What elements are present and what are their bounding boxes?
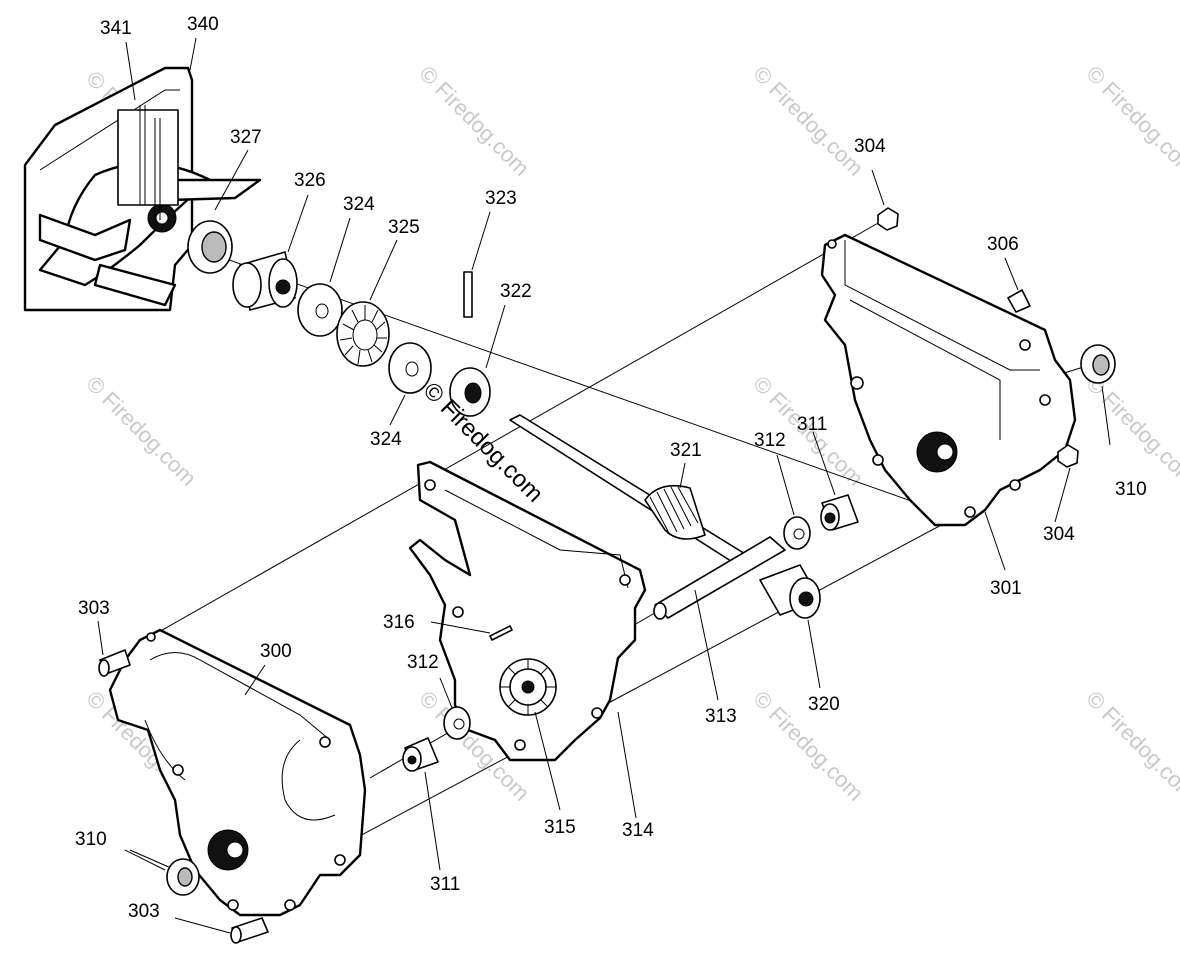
callout-labels: 341 340 327 326 324 325 323 322 324 304 … — [75, 14, 1147, 922]
gear-315 — [499, 658, 557, 716]
worm-shaft-321 — [509, 414, 756, 571]
callout-306: 306 — [987, 234, 1019, 255]
callout-311-right: 311 — [797, 414, 827, 435]
watermark-5: © Firedog.com — [81, 371, 201, 491]
bolt-303b — [230, 917, 269, 944]
callout-322: 322 — [500, 281, 532, 302]
callout-301: 301 — [990, 578, 1022, 599]
callout-303-upper: 303 — [78, 598, 110, 619]
bracket-341 — [117, 109, 179, 206]
callout-310-right: 310 — [1115, 479, 1147, 500]
callout-310-left: 310 — [75, 829, 107, 850]
thrust-bearing-325 — [336, 301, 390, 367]
watermark-7: © Firedog.com — [1081, 371, 1180, 491]
washer-327 — [187, 220, 233, 274]
callout-320: 320 — [808, 694, 840, 715]
callout-314: 314 — [622, 820, 654, 841]
callout-315: 315 — [544, 817, 576, 838]
callout-324-lower: 324 — [370, 429, 402, 450]
nut-304b — [1057, 444, 1079, 468]
washer-322 — [449, 367, 491, 417]
gear-housing-300 — [108, 628, 367, 917]
washer-310a — [1080, 344, 1116, 384]
auger-housing-340 — [23, 66, 262, 312]
washer-312a — [783, 516, 811, 550]
key-316 — [489, 625, 513, 641]
callout-316: 316 — [383, 612, 415, 633]
callout-324-upper: 324 — [343, 194, 375, 215]
callout-321: 321 — [670, 440, 702, 461]
bushing-326 — [232, 251, 298, 311]
callout-340: 340 — [187, 14, 219, 35]
bolt-303a — [98, 649, 131, 677]
grease-fitting-306 — [1007, 289, 1031, 313]
gasket-314 — [408, 460, 647, 762]
watermark-2: © Firedog.com — [414, 61, 534, 181]
bushing-311a — [820, 494, 859, 531]
callout-311-left: 311 — [430, 874, 460, 895]
bushing-311b — [402, 737, 439, 772]
gear-housing-301 — [820, 233, 1077, 527]
callout-312-right: 312 — [754, 430, 786, 451]
watermark-3: © Firedog.com — [748, 61, 868, 181]
watermark-11: © Firedog.com — [1081, 686, 1180, 806]
washer-312b — [443, 706, 471, 740]
callout-304-upper: 304 — [854, 136, 886, 157]
callout-327: 327 — [230, 127, 262, 148]
washer-324a — [297, 283, 343, 337]
rod-313 — [653, 536, 786, 620]
washer-324b — [388, 342, 432, 394]
callout-300: 300 — [260, 641, 292, 662]
callout-313: 313 — [705, 706, 737, 727]
leader-lines — [97, 37, 1111, 934]
callout-325: 325 — [388, 217, 420, 238]
callout-303-lower: 303 — [128, 901, 160, 922]
callout-304-lower: 304 — [1043, 524, 1075, 545]
washer-310b — [166, 858, 200, 896]
nut-304a — [877, 207, 899, 231]
callout-323: 323 — [485, 188, 517, 209]
callout-312-left: 312 — [407, 652, 439, 673]
bushing-320 — [759, 564, 821, 619]
watermark-4: © Firedog.com — [1081, 61, 1180, 181]
callout-341: 341 — [100, 18, 132, 39]
callout-326: 326 — [294, 170, 326, 191]
pin-323 — [463, 271, 473, 318]
